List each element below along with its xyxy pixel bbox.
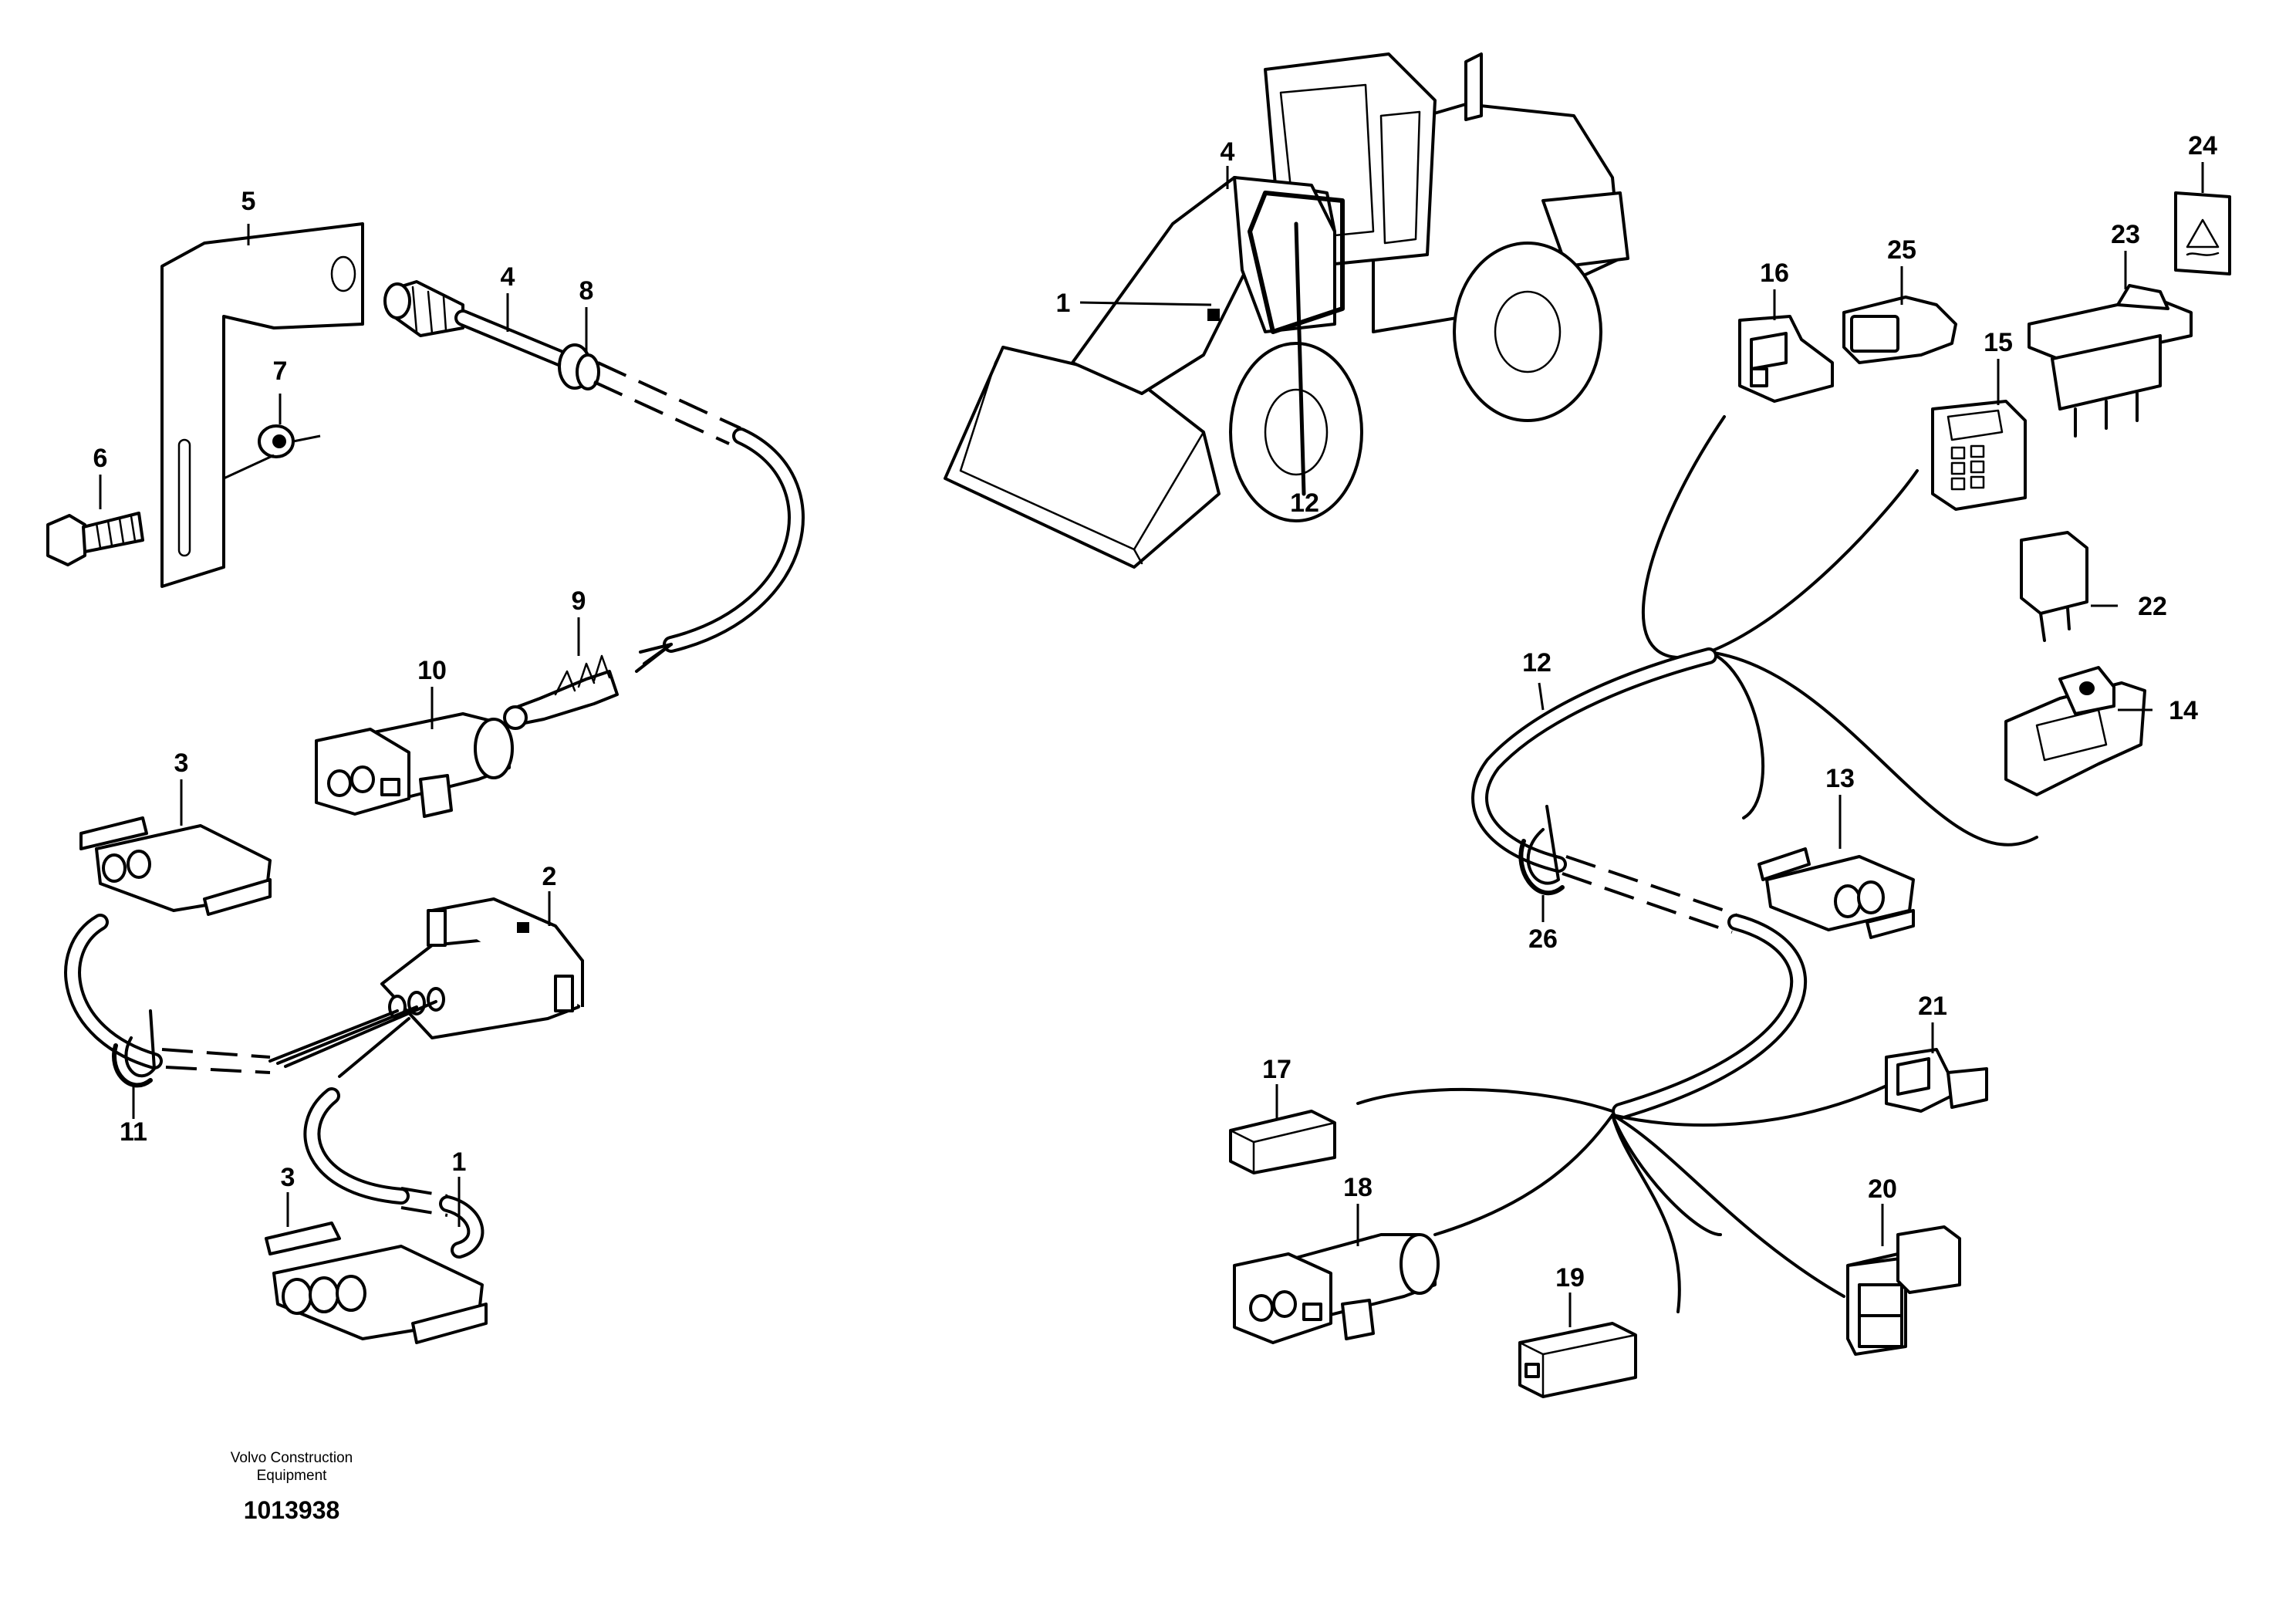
company-name-line2: Equipment — [257, 1468, 328, 1484]
callout-12: 12 — [1522, 648, 1551, 678]
callout-21: 21 — [1918, 992, 1947, 1021]
callout-1-loader: 1 — [1056, 289, 1071, 318]
callout-4-loader: 4 — [1221, 137, 1235, 167]
callout-3-top: 3 — [174, 748, 189, 778]
connector-3-top: 3 — [79, 748, 272, 916]
connector-housing-10: 10 — [315, 656, 514, 818]
wiring-harness-12: 26 12 — [1356, 415, 2038, 1313]
connector-block-15: 15 — [1931, 328, 2027, 511]
connector-3-bottom: 3 — [265, 1163, 488, 1344]
callout-20: 20 — [1868, 1174, 1897, 1204]
callout-7: 7 — [273, 357, 288, 386]
callout-9: 9 — [572, 586, 586, 616]
callout-23: 23 — [2111, 220, 2140, 249]
callout-26: 26 — [1528, 924, 1558, 954]
terminal-pins: 9 — [503, 586, 619, 730]
loader-callouts: 1 4 12 — [1056, 137, 1319, 518]
callout-1: 1 — [452, 1147, 467, 1177]
callout-18: 18 — [1343, 1173, 1373, 1202]
warning-decal-24: 24 — [2174, 131, 2231, 275]
connector-13: 13 — [1757, 764, 1915, 939]
callout-13: 13 — [1825, 764, 1855, 793]
connector-17: 17 — [1229, 1055, 1336, 1174]
callout-17: 17 — [1262, 1055, 1292, 1084]
cap-25: 25 — [1842, 235, 1957, 364]
callout-6: 6 — [93, 444, 108, 473]
callout-24: 24 — [2188, 131, 2217, 161]
connector-housing-18: 18 — [1233, 1173, 1440, 1344]
callout-14: 14 — [2169, 696, 2198, 725]
callout-4: 4 — [501, 262, 515, 292]
connector-20: 20 — [1846, 1174, 1961, 1356]
callout-8: 8 — [579, 276, 594, 306]
relay-socket-14: 14 — [2004, 666, 2198, 796]
callout-22: 22 — [2138, 592, 2167, 621]
callout-16: 16 — [1760, 259, 1789, 288]
rocker-switch-23: 23 — [2028, 220, 2193, 438]
callout-11: 11 — [120, 1117, 147, 1147]
relay-22: 22 — [2020, 531, 2167, 642]
connector-21: 21 — [1885, 992, 1988, 1113]
callout-5: 5 — [241, 187, 256, 216]
callout-19: 19 — [1555, 1263, 1585, 1293]
company-name-line1: Volvo Construction — [231, 1450, 353, 1466]
drawing-number: 1013938 — [244, 1496, 340, 1524]
connector-2: 2 — [380, 862, 584, 1039]
bracket-assembly: 5 6 7 — [46, 187, 364, 588]
callout-15: 15 — [1984, 328, 2013, 357]
callout-12-loader: 12 — [1290, 488, 1319, 518]
connector-16: 16 — [1738, 259, 1834, 403]
callout-2: 2 — [542, 862, 557, 891]
callout-10: 10 — [417, 656, 447, 685]
proximity-sensor: 4 8 — [383, 262, 805, 673]
footer: Volvo Construction Equipment 1013938 — [231, 1450, 353, 1524]
callout-3-bottom: 3 — [281, 1163, 295, 1192]
connector-19: 19 — [1518, 1263, 1637, 1398]
wheel-loader-illustration — [944, 52, 1629, 569]
callout-25: 25 — [1887, 235, 1916, 265]
harness-left-cables: 11 1 — [64, 914, 485, 1259]
